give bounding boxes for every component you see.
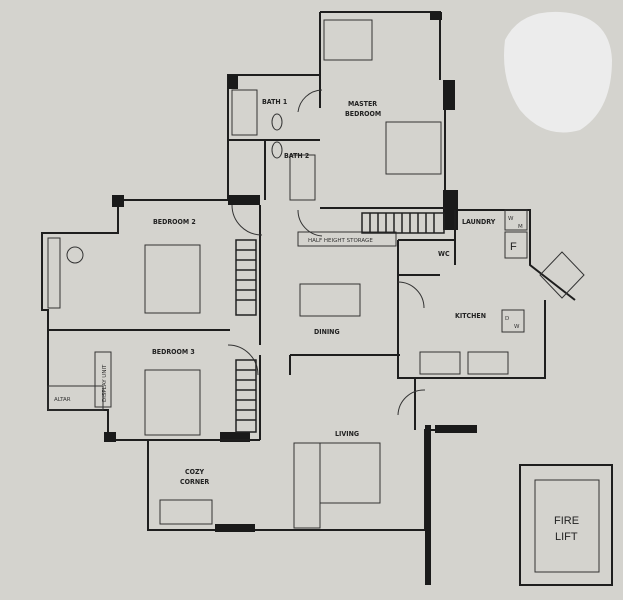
bathtub-2 <box>289 154 316 201</box>
aircon-ledge <box>539 251 585 299</box>
label-master-2: BEDROOM <box>345 110 381 118</box>
label-storage: HALF HEIGHT STORAGE <box>308 238 373 244</box>
stove <box>467 351 509 375</box>
label-kitchen: KITCHEN <box>455 312 486 320</box>
washing-machine <box>504 209 528 231</box>
dining-table <box>299 283 361 317</box>
label-bath1: BATH 1 <box>262 98 287 106</box>
label-fridge: F <box>510 241 517 253</box>
label-master-1: MASTER <box>348 100 377 108</box>
desk <box>47 237 61 309</box>
label-bedroom2: BEDROOM 2 <box>153 218 196 226</box>
label-cozy-1: COZY <box>185 468 205 476</box>
bathtub-1 <box>231 89 258 136</box>
toilet-2 <box>271 141 283 159</box>
furniture <box>47 19 613 586</box>
label-wm-m: M <box>518 224 523 230</box>
label-lift: LIFT <box>555 531 578 543</box>
label-laundry: LAUNDRY <box>462 218 496 226</box>
label-cozy-2: CORNER <box>180 478 209 486</box>
bedroom3-bed <box>144 369 201 436</box>
label-living: LIVING <box>335 430 359 438</box>
chair <box>66 246 84 264</box>
rug <box>319 442 381 504</box>
label-bath2: BATH 2 <box>284 152 309 160</box>
fridge <box>504 231 528 259</box>
sofa <box>293 442 321 529</box>
altar-unit <box>47 385 104 411</box>
label-altar: ALTAR <box>54 397 71 403</box>
sink <box>419 351 461 375</box>
toilet-1 <box>271 113 283 131</box>
dishwasher <box>501 309 525 333</box>
room-labels: BATH 1 BATH 2 MASTER BEDROOM BEDROOM 2 H… <box>54 98 579 543</box>
label-bedroom3: BEDROOM 3 <box>152 348 195 356</box>
master-chair <box>323 19 373 61</box>
label-display-unit: DISPLAY UNIT <box>102 364 108 402</box>
walls <box>41 11 576 585</box>
cozy-seat <box>159 499 213 525</box>
bedroom2-bed <box>144 244 201 314</box>
label-dw-d: D <box>505 316 509 322</box>
label-dw-w: W <box>514 324 520 330</box>
label-dining: DINING <box>314 328 340 336</box>
label-wc: WC <box>438 250 450 258</box>
fire-lift-shaft <box>519 464 613 586</box>
label-wm-w: W <box>508 216 514 222</box>
label-fire: FIRE <box>554 515 579 527</box>
redaction-patch <box>504 11 612 133</box>
display-unit <box>94 351 112 408</box>
master-bed <box>385 121 442 175</box>
